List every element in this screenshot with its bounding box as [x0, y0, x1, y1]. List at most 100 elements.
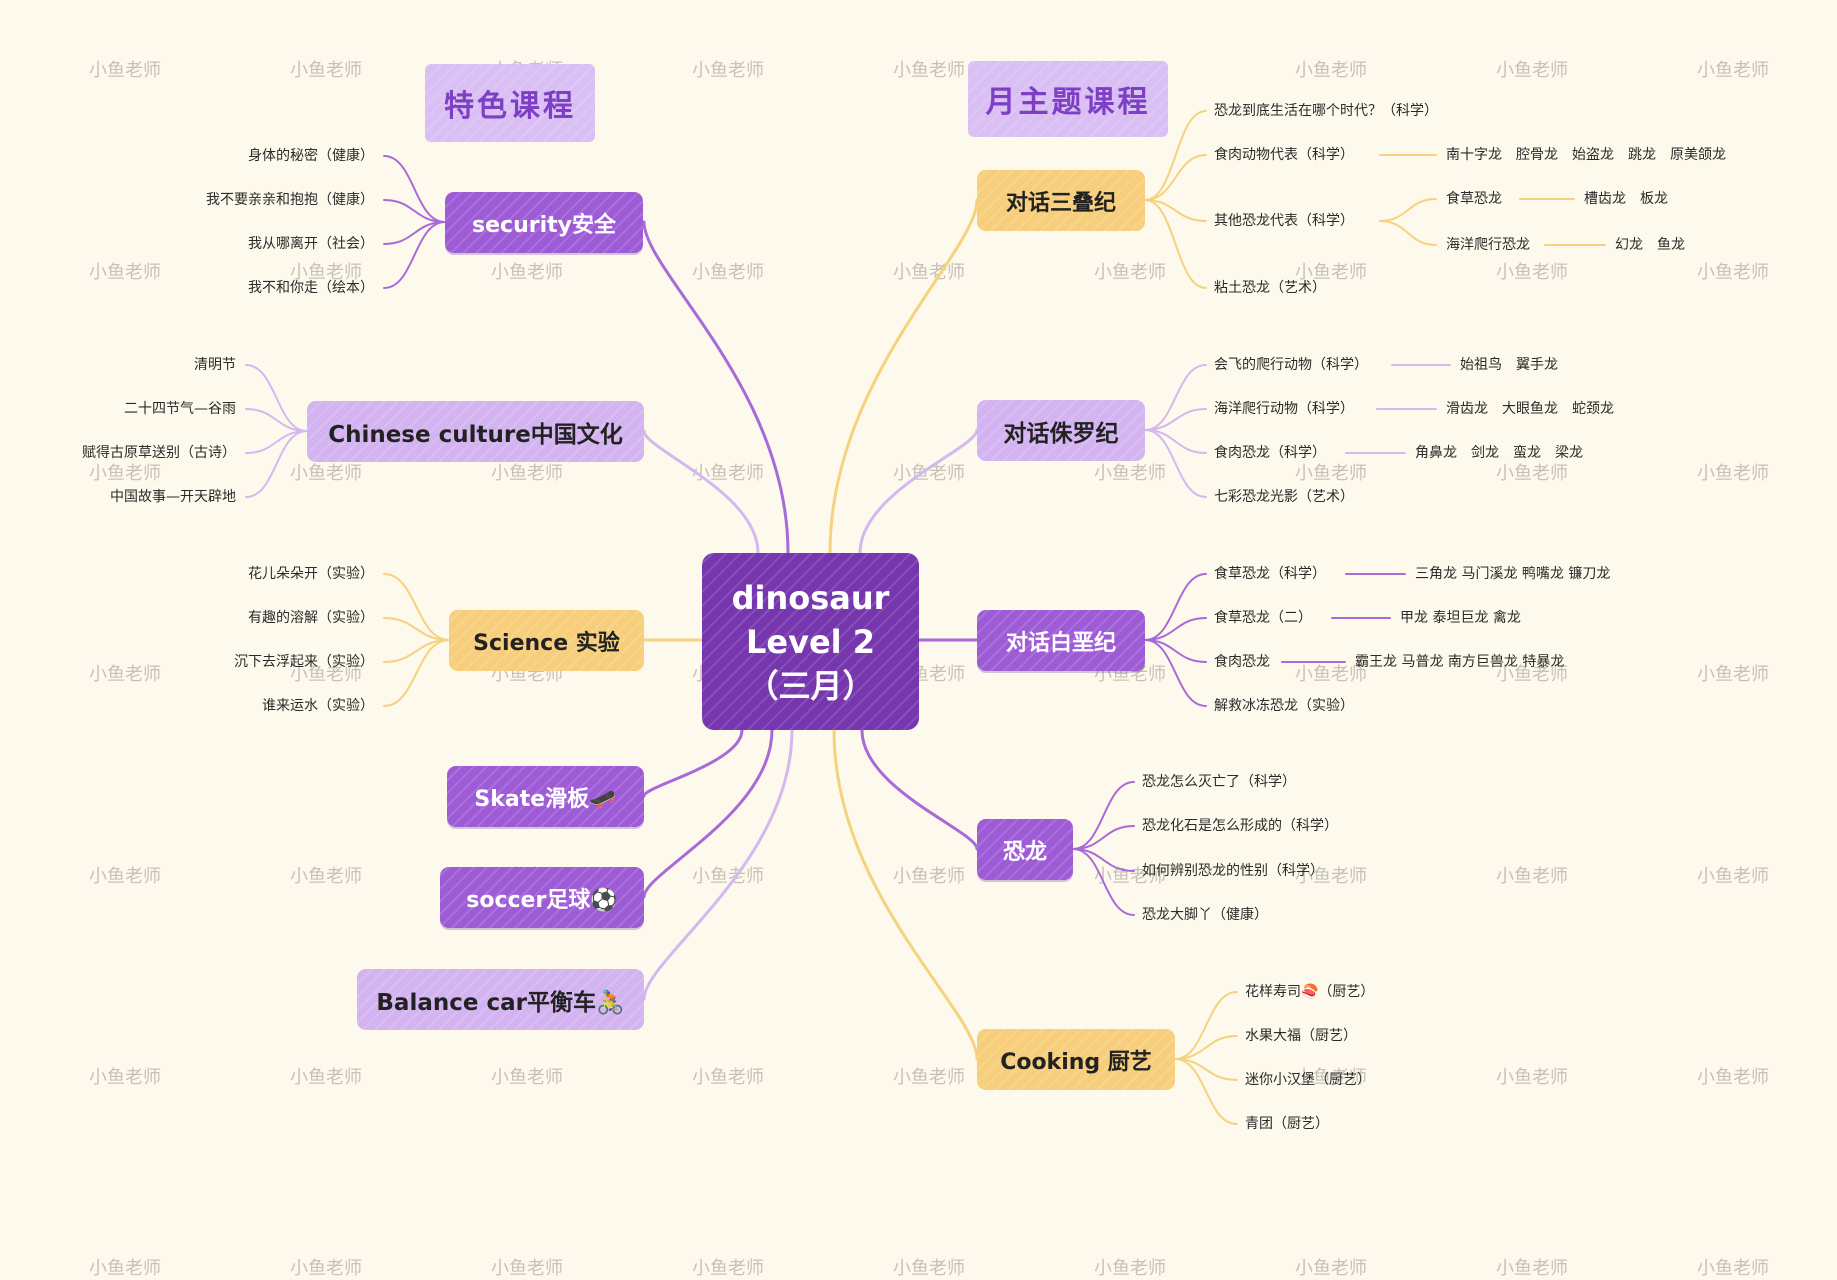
branch-chinese-culture-label: Chinese culture中国文化 [328, 421, 623, 448]
link-jurassic-leaf-3 [1144, 429, 1207, 454]
link-triassic-leaf-1 [1144, 110, 1207, 201]
leaf-cretaceous-3: 食肉恐龙 [1214, 654, 1270, 670]
link-center-triassic [828, 198, 979, 555]
leaf-cretaceous-2-detail: 甲龙 泰坦巨龙 禽龙 [1400, 610, 1521, 626]
leaf-culture-3: 赋得古原草送别（古诗） [82, 445, 236, 461]
branch-soccer: soccer足球⚽ [440, 867, 644, 928]
branch-skate-label: Skate滑板🛹 [474, 786, 617, 812]
leaf-science-2: 有趣的溶解（实验） [248, 610, 374, 626]
link-cretaceous-leaf-2 [1144, 617, 1207, 641]
leaf-culture-4: 中国故事—开天辟地 [110, 489, 236, 505]
leaf-triassic-3: 其他恐龙代表（科学） [1214, 213, 1354, 229]
leaf-security-3: 我从哪离开（社会） [248, 236, 374, 252]
link-cretaceous-leaf-1 [1144, 573, 1207, 641]
leaf-triassic-2: 食肉动物代表（科学） [1214, 147, 1354, 163]
link-dinosaur-leaf-4 [1072, 848, 1135, 916]
link-cooking-leaf-2 [1174, 1035, 1238, 1060]
branch-security-label: security安全 [472, 212, 616, 238]
leaf-cooking-4: 青团（厨艺） [1245, 1116, 1329, 1132]
link-triassic-leaf-4 [1144, 199, 1207, 289]
central-topic: dinosaur Level 2 （三月） [702, 553, 919, 730]
title-featured-courses-label: 特色课程 [444, 89, 576, 124]
branch-soccer-label: soccer足球⚽ [466, 887, 618, 913]
central-topic-line-1: dinosaur [731, 578, 890, 617]
link-cretaceous-leaf-3 [1144, 639, 1207, 663]
link-culture-leaf-1 [245, 364, 308, 432]
central-topic-line-2: Level 2 [745, 622, 876, 661]
link-security-leaf-3 [383, 221, 446, 245]
leaf-dinosaur-3: 如何辨别恐龙的性别（科学） [1142, 863, 1324, 879]
leaf-jurassic-2: 海洋爬行动物（科学） [1214, 401, 1354, 417]
leaf-triassic-3-marine-more: 幻龙 鱼龙 [1615, 237, 1685, 253]
branch-cooking-label: Cooking 厨艺 [1000, 1049, 1152, 1075]
leaf-jurassic-2-detail: 滑齿龙 大眼鱼龙 蛇颈龙 [1446, 401, 1614, 417]
leaf-cretaceous-1-detail: 三角龙 马门溪龙 鸭嘴龙 镰刀龙 [1415, 566, 1611, 582]
link-cretaceous-leaf-4 [1144, 639, 1207, 707]
link-culture-leaf-3 [245, 430, 308, 454]
link-security-leaf-1 [383, 155, 446, 223]
central-topic-line-3: （三月） [746, 666, 875, 705]
leaf-security-2: 我不要亲亲和抱抱（健康） [206, 192, 374, 208]
branch-cretaceous: 对话白垩纪 [977, 610, 1145, 671]
branch-skate: Skate滑板🛹 [447, 766, 644, 827]
link-center-cooking [832, 728, 979, 1061]
link-triassic-leaf-2 [1144, 154, 1207, 201]
leaf-cooking-1: 花样寿司🍣（厨艺） [1245, 984, 1375, 1000]
link-center-security [642, 220, 790, 555]
leaf-dinosaur-1: 恐龙怎么灭亡了（科学） [1142, 774, 1296, 790]
link-dinosaur-leaf-1 [1072, 781, 1135, 850]
leaf-triassic-4: 粘土恐龙（艺术） [1214, 280, 1326, 296]
branch-balance-car-label: Balance car平衡车🚴 [376, 989, 625, 1016]
link-jurassic-leaf-4 [1144, 429, 1207, 498]
branch-triassic-label: 对话三叠纪 [1005, 190, 1116, 216]
link-triassic-herbivore [1379, 198, 1437, 222]
leaf-jurassic-3: 食肉恐龙（科学） [1214, 445, 1326, 461]
link-jurassic-leaf-1 [1144, 364, 1207, 431]
leaf-science-1: 花儿朵朵开（实验） [248, 566, 374, 582]
leaf-cretaceous-3-detail: 霸王龙 马普龙 南方巨兽龙 特暴龙 [1355, 654, 1565, 670]
link-science-leaf-1 [383, 573, 450, 641]
leaf-cooking-2: 水果大福（厨艺） [1245, 1028, 1357, 1044]
link-center-balance [642, 728, 794, 1001]
leaf-culture-2: 二十四节气—谷雨 [124, 401, 236, 417]
leaf-triassic-3-herbivore: 食草恐龙 [1446, 191, 1502, 207]
link-science-leaf-3 [383, 639, 450, 663]
leaf-triassic-2-detail: 南十字龙 腔骨龙 始盗龙 跳龙 原美颌龙 [1446, 147, 1726, 163]
branch-security: security安全 [445, 192, 643, 253]
leaf-cretaceous-4: 解救冰冻恐龙（实验） [1214, 698, 1354, 714]
leaf-jurassic-4: 七彩恐龙光影（艺术） [1214, 489, 1354, 505]
link-center-dinosaur [860, 728, 979, 851]
branch-dinosaur-label: 恐龙 [1002, 839, 1047, 865]
link-triassic-leaf-3 [1144, 199, 1207, 222]
link-science-leaf-2 [383, 617, 450, 641]
leaf-jurassic-1-detail: 始祖鸟 翼手龙 [1460, 357, 1558, 373]
link-center-jurassic [858, 428, 979, 555]
link-cooking-leaf-1 [1174, 991, 1238, 1060]
branch-balance-car: Balance car平衡车🚴 [357, 969, 644, 1030]
leaf-cretaceous-2: 食草恐龙（二） [1214, 610, 1312, 626]
leaf-cooking-3: 迷你小汉堡（厨艺） [1245, 1072, 1371, 1088]
leaf-triassic-3-marine: 海洋爬行恐龙 [1446, 237, 1530, 253]
link-center-soccer [642, 728, 774, 899]
leaf-triassic-3-herbivore-more: 槽齿龙 板龙 [1584, 191, 1668, 207]
branch-cooking: Cooking 厨艺 [977, 1029, 1175, 1090]
link-center-skate [642, 728, 744, 798]
leaf-science-4: 谁来运水（实验） [262, 698, 374, 714]
branch-science: Science 实验 [449, 610, 644, 671]
link-security-leaf-4 [383, 221, 446, 289]
branch-chinese-culture: Chinese culture中国文化 [307, 401, 644, 462]
link-jurassic-leaf-2 [1144, 408, 1207, 431]
title-featured-courses: 特色课程 [425, 64, 595, 142]
leaf-dinosaur-2: 恐龙化石是怎么形成的（科学） [1142, 818, 1338, 834]
leaf-science-3: 沉下去浮起来（实验） [234, 654, 374, 670]
title-monthly-theme-courses: 月主题课程 [968, 61, 1168, 137]
leaf-culture-1: 清明节 [194, 357, 236, 373]
leaf-jurassic-3-detail: 角鼻龙 剑龙 蛮龙 梁龙 [1415, 445, 1583, 461]
link-culture-leaf-4 [245, 430, 308, 498]
title-monthly-theme-courses-label: 月主题课程 [985, 85, 1151, 120]
link-dinosaur-leaf-3 [1072, 848, 1135, 872]
branch-jurassic-label: 对话侏罗纪 [1003, 420, 1119, 447]
link-triassic-marine [1379, 220, 1437, 246]
branch-dinosaur: 恐龙 [977, 819, 1073, 880]
